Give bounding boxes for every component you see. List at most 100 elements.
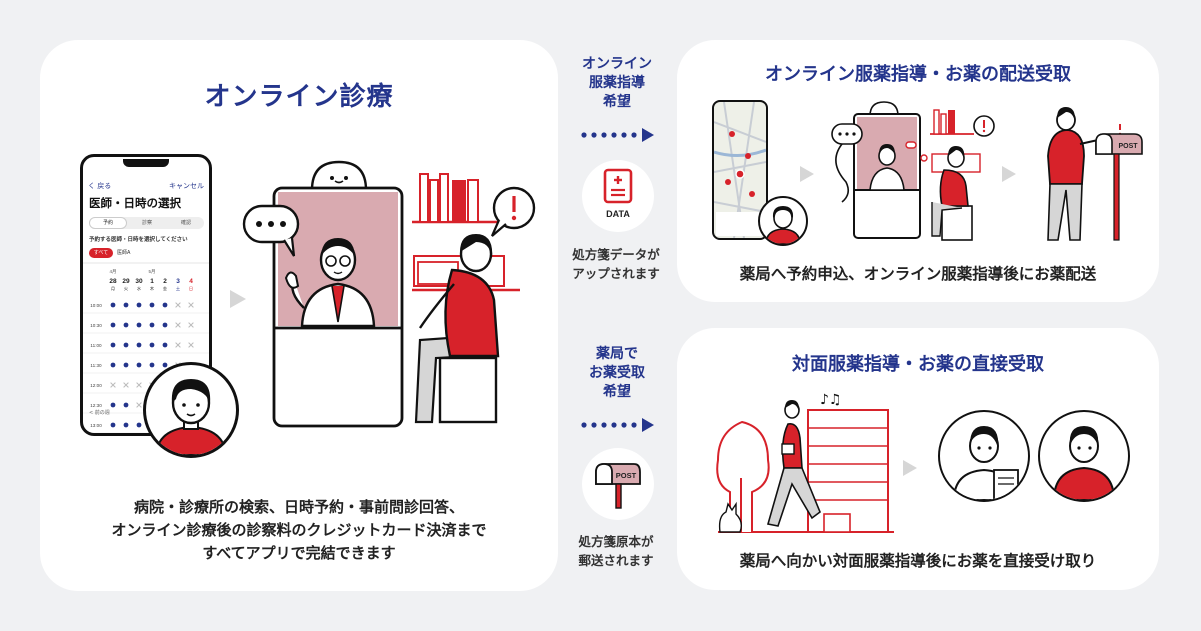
available-slot[interactable] [149, 302, 155, 308]
description-line-1: 病院・診療所の検索、日時予約・事前問診回答、 [133, 498, 464, 516]
unavailable-slot [188, 322, 194, 328]
available-slot[interactable] [110, 402, 116, 408]
available-slot[interactable] [136, 302, 142, 308]
calendar-day-number: 28 [109, 278, 117, 285]
phone-prev-week[interactable]: < 前の週 [89, 410, 110, 416]
available-slot[interactable] [136, 422, 142, 428]
description-line-3: すべてアプリで完結できます [202, 544, 396, 562]
description-line-2: オンライン診療後の診察料のクレジットカード決済まで [111, 521, 487, 539]
calendar-day-number: 2 [163, 278, 167, 285]
calendar-weekday: 日 [189, 286, 193, 292]
available-slot[interactable] [110, 342, 116, 348]
calendar-day-number: 30 [135, 278, 143, 285]
pharmacy-pickup-label: 薬局でお薬受取希望 [589, 346, 645, 400]
calendar-time-label: 11:00 [90, 343, 102, 348]
calendar-time-label: 10:00 [90, 303, 102, 308]
available-slot[interactable] [162, 342, 168, 348]
available-slot[interactable] [136, 322, 142, 328]
post-icon-label: POST [616, 471, 637, 480]
unavailable-slot [188, 342, 194, 348]
available-slot[interactable] [123, 322, 129, 328]
patient-avatar-pickup [1038, 410, 1130, 502]
calendar-day-number: 4 [189, 278, 193, 285]
calendar-weekday: 金 [163, 285, 168, 291]
calendar-time-label: 10:30 [90, 323, 102, 328]
step-arrow-icon [230, 290, 246, 308]
calendar-time-label: 12:00 [90, 383, 102, 388]
flow-arrow-top-icon [581, 128, 654, 142]
online-consultation-title: オンライン診療 [204, 82, 394, 112]
available-slot[interactable] [123, 402, 129, 408]
calendar-weekday: 水 [137, 285, 142, 291]
available-slot[interactable] [149, 362, 155, 368]
calendar-day-number: 29 [122, 278, 130, 285]
mailbox-icon: POST [582, 448, 654, 520]
svg-text:♪♫: ♪♫ [820, 392, 842, 408]
unavailable-slot [175, 342, 181, 348]
step-arrow-icon [1002, 166, 1016, 182]
phone-chip-all[interactable]: すべて [89, 248, 113, 258]
available-slot[interactable] [110, 302, 116, 308]
available-slot[interactable] [162, 322, 168, 328]
online-consultation-description: 病院・診療所の検索、日時予約・事前問診回答、 オンライン診療後の診察料のクレジッ… [40, 496, 558, 565]
phone-back-button[interactable]: く 戻る [88, 182, 112, 190]
unavailable-slot [175, 322, 181, 328]
online-guidance-caption: 薬局へ予約申込、オンライン服薬指導後にお薬配送 [739, 265, 1097, 283]
in-person-guidance-title: 対面服薬指導・お薬の直接受取 [792, 354, 1044, 375]
patient-avatar [143, 362, 239, 458]
pharmacist-avatar [938, 410, 1030, 502]
phone-mockup: く 戻る キャンセル 医師・日時の選択 予約 診察 確認 予約する医師・日時を選… [80, 154, 212, 436]
data-icon-label: DATA [606, 209, 630, 219]
prescription-upload-note: 処方箋データがアップされます [572, 247, 660, 281]
unavailable-slot [188, 302, 194, 308]
available-slot[interactable] [123, 422, 129, 428]
calendar-time-label: 12:30 [90, 403, 102, 408]
calendar-weekday: 木 [150, 285, 155, 292]
available-slot[interactable] [162, 302, 168, 308]
in-person-guidance-caption: 薬局へ向かい対面服薬指導後にお薬を直接受け取り [739, 552, 1097, 570]
flow-arrow-bottom-icon [581, 418, 654, 432]
unavailable-slot [110, 382, 116, 388]
unavailable-slot [136, 382, 142, 388]
calendar-time-label: 13:00 [90, 423, 102, 428]
online-guidance-illustration [831, 101, 995, 241]
prescription-mail-note: 処方箋原本が郵送されます [578, 534, 654, 568]
available-slot[interactable] [110, 422, 116, 428]
calendar-weekday: 火 [124, 286, 129, 291]
available-slot[interactable] [123, 342, 129, 348]
online-guidance-title: オンライン服薬指導・お薬の配送受取 [765, 64, 1071, 85]
available-slot[interactable] [162, 362, 168, 368]
phone-cancel-button[interactable]: キャンセル [169, 182, 204, 190]
calendar-month-label: 5月 [148, 269, 155, 275]
phone-tab-exam[interactable]: 診察 [141, 220, 152, 226]
available-slot[interactable] [136, 342, 142, 348]
mailbox-delivery-illustration: POST [1047, 107, 1143, 241]
available-slot[interactable] [136, 362, 142, 368]
unavailable-slot [136, 402, 142, 408]
calendar-month-label: 4月 [109, 269, 116, 275]
step-arrow-icon [800, 166, 814, 182]
pharmacist-patient-avatar [758, 196, 808, 246]
phone-heading: 医師・日時の選択 [89, 196, 181, 210]
unavailable-slot [123, 382, 129, 388]
phone-tab-confirm[interactable]: 確認 [180, 220, 191, 226]
calendar-day-number: 1 [150, 278, 154, 285]
mailbox-post-label: POST [1118, 143, 1138, 150]
calendar-weekday: 土 [176, 285, 180, 291]
available-slot[interactable] [110, 322, 116, 328]
available-slot[interactable] [123, 302, 129, 308]
phone-chip-doctor[interactable]: 医師A [117, 250, 131, 256]
calendar-day-number: 3 [176, 278, 180, 285]
step-arrow-icon [903, 460, 917, 476]
online-consultation-illustration [242, 160, 536, 428]
unavailable-slot [175, 302, 181, 308]
available-slot[interactable] [149, 322, 155, 328]
walk-to-pharmacy-illustration: ♪♫ [716, 392, 894, 533]
online-guidance-label: オンライン服薬指導希望 [582, 56, 652, 110]
available-slot[interactable] [123, 362, 129, 368]
available-slot[interactable] [149, 342, 155, 348]
available-slot[interactable] [110, 362, 116, 368]
calendar-weekday: 月 [111, 286, 115, 292]
prescription-data-icon: DATA [582, 160, 654, 232]
phone-tab-reserve[interactable]: 予約 [89, 217, 127, 229]
